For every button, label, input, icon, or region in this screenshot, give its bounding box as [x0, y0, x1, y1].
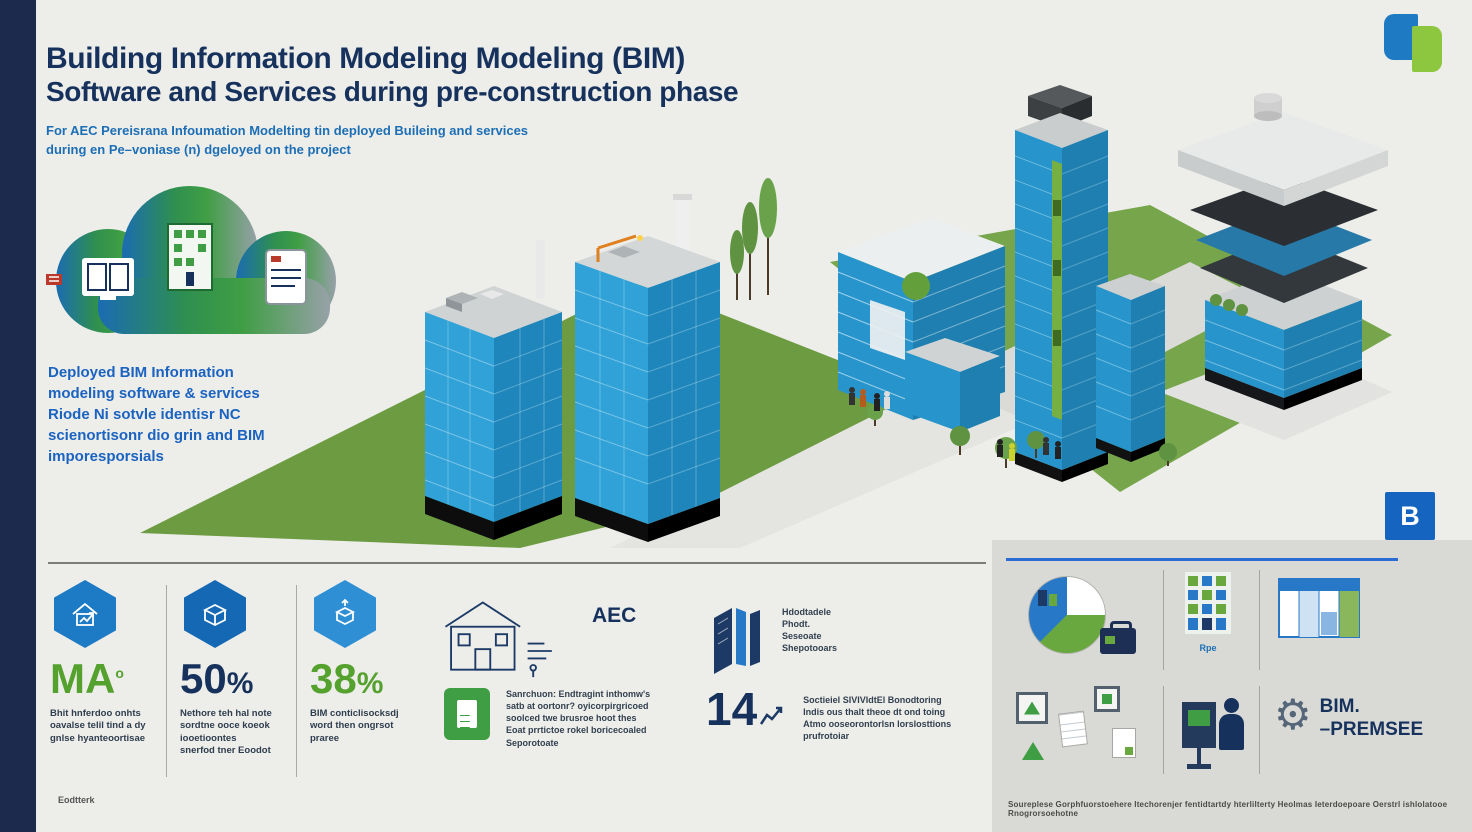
stat-3-number: 38	[310, 655, 357, 702]
green-document-icon	[444, 688, 490, 740]
green-square-glyph	[1102, 694, 1112, 704]
tower-2	[574, 194, 721, 542]
left-accent-bar	[0, 0, 36, 832]
brand-logo	[1384, 14, 1442, 72]
briefcase-icon	[1100, 621, 1136, 654]
stat-2-caption: Nethore teh hal note sordtne ooce koeok …	[180, 708, 272, 757]
stat-2-suffix: %	[226, 667, 254, 700]
bim-label-line-2: –PREMSEE	[1319, 718, 1424, 740]
small-frame-icon	[1094, 686, 1120, 712]
aec-group: AEC	[438, 594, 636, 680]
footer-note: Eodtterk	[58, 795, 95, 805]
stat-14-caption: Soctieiel SIVIVIdtEl Bonodtoring Indis o…	[803, 695, 952, 742]
stat-1-suffix: o	[115, 665, 124, 681]
stats-divider-1	[166, 585, 167, 777]
aec-caption: Sanrchuon: Endtragint inthomw's satb at …	[506, 689, 651, 748]
gear-icon: ⚙	[1274, 691, 1312, 738]
title-line-1: Building Information Modeling Modeling (…	[46, 42, 685, 75]
stat-14-group: 14 Soctieiel SIVIVIdtEl Bonodtoring Indi…	[706, 686, 983, 743]
cloud-tablet-icon	[265, 249, 307, 305]
small-card-icon	[1112, 728, 1136, 758]
trend-line-icon	[760, 706, 783, 725]
subtitle-line-2: during en Pe–voniase (n) dgeloyed on the…	[46, 142, 351, 158]
box-arrow-hex-icon	[314, 580, 376, 648]
stat-column-1: MAo Bhit hnferdoo onhts oavalse telil ti…	[50, 580, 170, 745]
cloud-building-icon	[167, 223, 213, 291]
panel-blue-line	[1006, 558, 1398, 561]
pie-building-glyph	[1038, 590, 1057, 606]
aec-caption-group: Sanrchuon: Endtragint inthomw's satb at …	[444, 688, 676, 749]
mid-rise-complex	[837, 218, 1006, 432]
pie-briefcase-group	[1022, 572, 1152, 672]
cloud-red-tag-icon	[46, 274, 62, 285]
document-glyph	[457, 700, 477, 728]
person-body-glyph	[1219, 714, 1244, 750]
stat-2-number: 50	[180, 655, 227, 702]
panel-divider-2	[1259, 570, 1260, 670]
books-group: Hdodtadele Phodt. Seseoate Shepotooars	[706, 602, 872, 674]
panel-table-icon	[1278, 578, 1360, 638]
bim-label-line-1: BIM.	[1319, 696, 1360, 717]
stat-1-value: MAo	[50, 658, 170, 700]
stat-3-caption: BIM conticlisocksdj word then ongrsot pr…	[310, 708, 399, 744]
stat-1-number: MA	[50, 655, 116, 702]
panel-building-group: Rpe	[1182, 572, 1234, 653]
header: Building Information Modeling Modeling (…	[46, 42, 806, 160]
panel-table-group	[1278, 578, 1360, 643]
aec-house-icon	[444, 601, 552, 678]
panel-building-label: Rpe	[1199, 643, 1217, 653]
stat-column-2: 50% Nethore teh hal note sordtne ooce ko…	[180, 580, 300, 757]
title-line-2: Software and Services during pre-constru…	[46, 76, 739, 107]
page-title: Building Information Modeling Modeling (…	[46, 42, 806, 109]
panel-footer-caption: Soureplese Gorphfuorstoehere Itechorenje…	[1008, 800, 1448, 818]
city-illustration	[140, 85, 1392, 548]
books-caption: Hdodtadele Phodt. Seseoate Shepotooars	[782, 607, 838, 654]
person-head-glyph	[1224, 698, 1239, 713]
cloud-caption: Deployed BIM Information modeling softwa…	[48, 364, 265, 465]
subtitle-line-1: For AEC Pereisrana Infoumation Modelting…	[46, 122, 529, 138]
document-card-icon	[1058, 710, 1088, 748]
trees	[730, 178, 1177, 468]
low-tower	[1095, 274, 1166, 462]
screen-glyph	[1188, 710, 1210, 726]
green-triangle-icon	[1022, 742, 1044, 760]
stats-divider-line	[48, 562, 986, 564]
panel-divider-4	[1259, 686, 1260, 774]
frames-documents-group	[1014, 686, 1146, 774]
subtitle: For AEC Pereisrana Infoumation Modelting…	[46, 121, 806, 160]
logo-green-shape	[1412, 26, 1442, 72]
stat-3-suffix: %	[356, 667, 384, 700]
stat-column-3: 38% BIM conticlisocksdj word then ongrso…	[310, 580, 430, 745]
stand-glyph	[1197, 748, 1201, 764]
bim-label: BIM. –PREMSEE	[1320, 696, 1423, 742]
stat-3-value: 38%	[310, 658, 430, 700]
people	[849, 387, 1061, 461]
base-glyph	[1187, 764, 1211, 769]
exploded-building	[1178, 93, 1388, 410]
panel-divider-3	[1163, 686, 1164, 774]
bim-onpremise-group: ⚙ BIM. –PREMSEE	[1274, 694, 1423, 742]
b-badge: B	[1385, 492, 1435, 540]
panel-building-icon	[1185, 572, 1231, 634]
house-growth-hex-icon	[54, 580, 116, 648]
right-panel: Rpe	[992, 540, 1472, 832]
tower-1	[424, 240, 563, 540]
triangle-glyph	[1024, 701, 1040, 715]
stats-divider-2	[296, 585, 297, 777]
books-icon	[714, 608, 760, 674]
stat-14-number: 14	[706, 683, 758, 735]
pie-chart-icon	[1028, 576, 1106, 654]
frame-icon	[1016, 692, 1048, 724]
tall-tower	[1014, 85, 1109, 482]
open-box-hex-icon	[184, 580, 246, 648]
stat-14-value: 14	[706, 686, 785, 732]
cloud-monitor-icon	[82, 258, 134, 300]
presenter-podium-icon	[1178, 684, 1252, 774]
panel-divider-1	[1163, 570, 1164, 670]
ground	[140, 205, 1392, 548]
stat-2-value: 50%	[180, 658, 300, 700]
stat-1-caption: Bhit hnferdoo onhts oavalse telil tind a…	[50, 708, 146, 744]
aec-label: AEC	[592, 604, 637, 627]
cloud-graphic	[46, 186, 336, 334]
